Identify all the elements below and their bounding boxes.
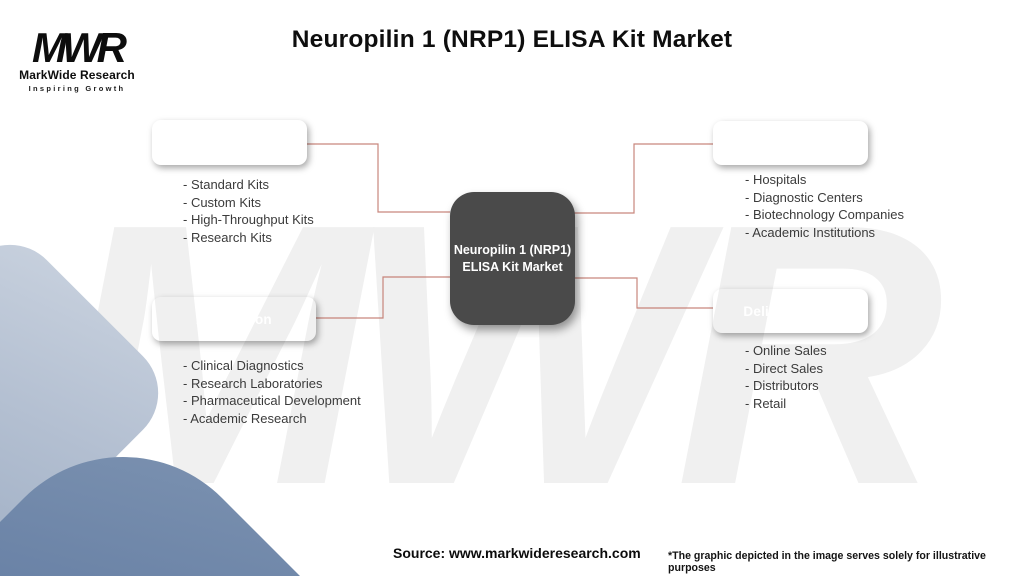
category-box-end-user: End User (713, 121, 868, 165)
list-item: - Standard Kits (183, 177, 269, 192)
connector-product-type (307, 143, 450, 213)
category-label-end-user: End User (760, 135, 821, 151)
item-list-end-user: - Hospitals - Diagnostic Centers - Biote… (745, 171, 904, 241)
category-label-application: Application (196, 311, 272, 327)
category-label-delivery-mode: Delivery Mode (743, 303, 838, 319)
list-item: - Clinical Diagnostics (183, 358, 304, 373)
logo-tagline: Inspiring Growth (28, 84, 126, 93)
list-item: - Distributors (745, 378, 819, 394)
item-list-delivery-mode: - Online Sales - Direct Sales - Distribu… (745, 342, 827, 412)
list-item: - Retail (745, 395, 787, 411)
central-market-node: Neuropilin 1 (NRP1) ELISA Kit Market (450, 192, 575, 325)
mwr-logo-icon: MWR (32, 24, 127, 70)
list-item: - Academic Research (183, 410, 307, 426)
connector-application (316, 276, 450, 319)
category-box-delivery-mode: Delivery Mode (713, 289, 868, 333)
item-list-application: - Clinical Diagnostics - Research Labora… (183, 357, 361, 427)
central-node-line1: Neuropilin 1 (NRP1) (453, 242, 572, 257)
connector-delivery-mode (573, 277, 713, 309)
list-item: - Research Kits (183, 229, 272, 245)
category-label-product-type: Product Type (185, 135, 274, 150)
page-title: Neuropilin 1 (NRP1) ELISA Kit Market (291, 26, 733, 53)
item-list-product-type: - Standard Kits - Custom Kits - High-Thr… (183, 176, 314, 246)
source-attribution: Source: www.markwideresearch.com (393, 545, 641, 561)
list-item: - Biotechnology Companies (745, 207, 904, 223)
central-node-line2: ELISA Kit Market (462, 259, 563, 274)
category-box-application: Application (152, 297, 316, 341)
connector-end-user (573, 143, 713, 214)
list-item: - Online Sales (745, 343, 827, 358)
list-item: - Research Laboratories (183, 375, 323, 391)
list-item: - Pharmaceutical Development (183, 393, 361, 409)
list-item: - Hospitals (745, 172, 807, 187)
logo-company-name: MarkWide Research (19, 68, 135, 82)
category-box-product-type: Product Type (152, 120, 307, 165)
disclaimer-note: *The graphic depicted in the image serve… (668, 550, 986, 574)
list-item: - High-Throughput Kits (183, 212, 314, 228)
mwr-logo-letters: MWR (32, 24, 127, 70)
markwide-logo: MWR MarkWide Research Inspiring Growth (18, 24, 136, 93)
list-item: - Academic Institutions (745, 224, 876, 240)
list-item: - Direct Sales (745, 360, 824, 376)
list-item: - Custom Kits (183, 194, 262, 210)
list-item: - Diagnostic Centers (745, 189, 863, 205)
